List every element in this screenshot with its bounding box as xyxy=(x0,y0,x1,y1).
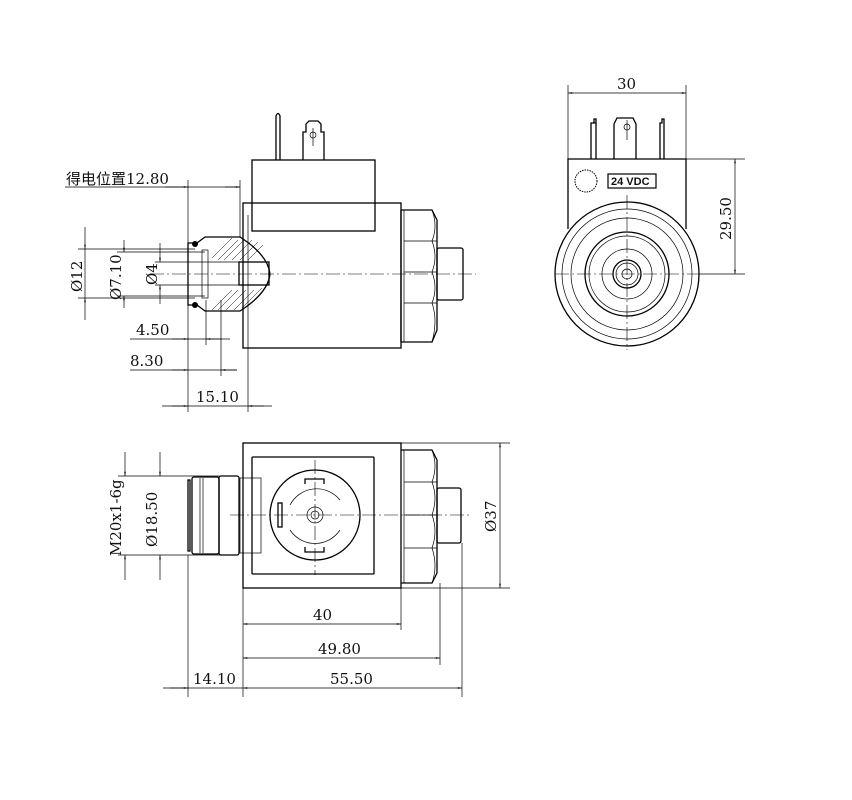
voltage-label: 24 VDC xyxy=(611,176,650,188)
dim-8-30-label: 8.30 xyxy=(130,352,163,370)
connector-housing xyxy=(251,159,376,232)
threaded-stem xyxy=(187,475,262,556)
thread-spec-label: M20x1-6g xyxy=(107,479,125,556)
armature-section xyxy=(187,236,271,312)
dim-14-10-label: 14.10 xyxy=(193,670,236,688)
dim-40-label: 40 xyxy=(313,606,332,624)
end-cap xyxy=(436,247,464,301)
side-view: 得电位置12.80 Ø12 Ø7.10 Ø4 4.50 8.30 15.10 xyxy=(65,112,476,412)
end-view: 24 VDC 30 29.50 xyxy=(554,75,745,350)
dia-4-label: Ø4 xyxy=(143,263,161,285)
dia-18-50-label: Ø18.50 xyxy=(143,492,161,547)
dia-12-label: Ø12 xyxy=(68,261,86,292)
dim-55-50-label: 55.50 xyxy=(330,670,373,688)
pin-terminal xyxy=(275,112,325,160)
end-cap-top xyxy=(436,487,462,544)
dim-4-50-label: 4.50 xyxy=(136,321,169,339)
top-view: M20x1-6g Ø18.50 Ø37 40 49.80 55.50 14.10 xyxy=(107,442,510,697)
connector-housing-end xyxy=(567,158,687,229)
certification-mark-icon xyxy=(574,169,598,193)
end-width-label: 30 xyxy=(617,75,636,93)
coil-body xyxy=(242,202,402,349)
dia-7-10-label: Ø7.10 xyxy=(107,254,125,300)
hex-nut xyxy=(400,209,438,343)
energized-position-label: 得电位置12.80 xyxy=(66,170,169,188)
dim-49-80-label: 49.80 xyxy=(318,640,361,658)
dia-37-label: Ø37 xyxy=(482,501,500,532)
dim-15-10-label: 15.10 xyxy=(196,388,239,406)
end-height-label: 29.50 xyxy=(717,197,735,240)
coil-body-top xyxy=(242,442,402,589)
hex-nut-top xyxy=(401,449,438,584)
